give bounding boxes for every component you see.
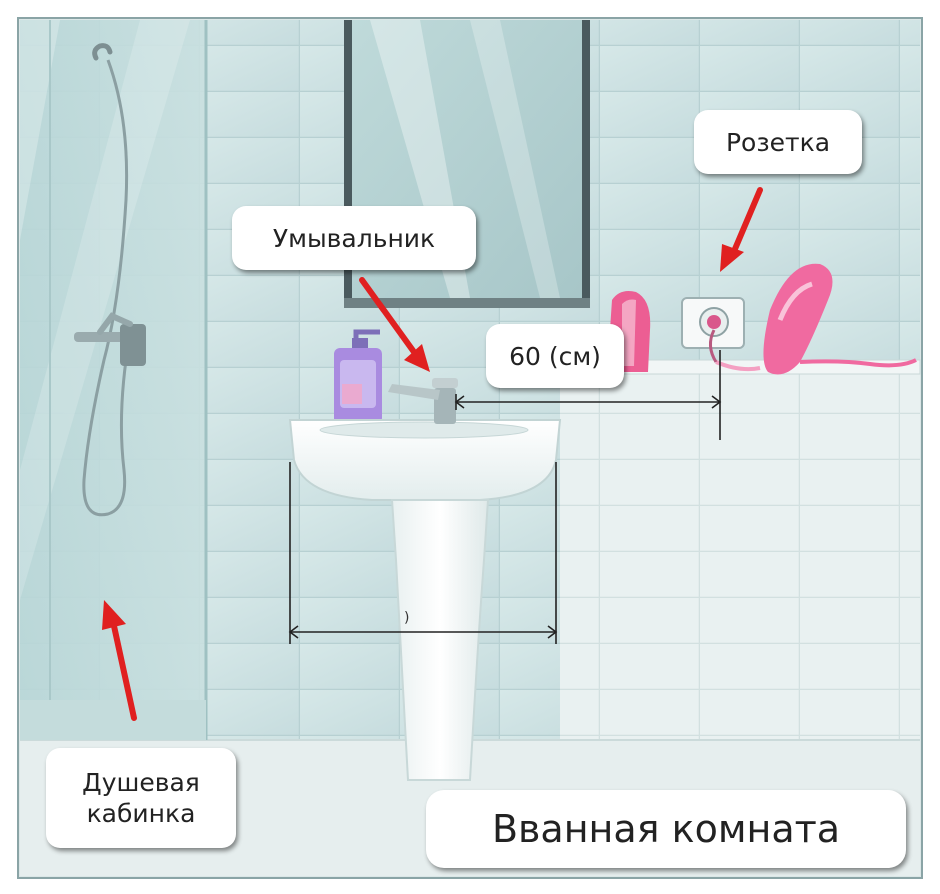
- distance-label: 60 (см): [486, 324, 624, 388]
- sink-icon: [288, 419, 562, 781]
- socket-label: Розетка: [694, 110, 862, 174]
- shower-head-icon: [74, 43, 146, 517]
- soap-dispenser-icon: [334, 329, 382, 424]
- sink-width-dimension-line: [288, 462, 558, 644]
- lower-wall-tiles: [560, 370, 920, 780]
- wall-socket-icon: [681, 297, 745, 363]
- faucet-icon: [388, 378, 458, 424]
- arrow-to-socket: [720, 187, 763, 272]
- arrow-to-shower: [102, 600, 137, 721]
- hair-dryer-icon: [715, 263, 917, 375]
- svg-text:): ): [404, 610, 409, 626]
- shower-label: Душевая кабинка: [46, 748, 236, 848]
- sink-label: Умывальник: [232, 206, 476, 270]
- arrow-to-sink: [359, 277, 430, 372]
- distance-dimension-line: [454, 350, 722, 440]
- room-title: Вванная комната: [426, 790, 906, 868]
